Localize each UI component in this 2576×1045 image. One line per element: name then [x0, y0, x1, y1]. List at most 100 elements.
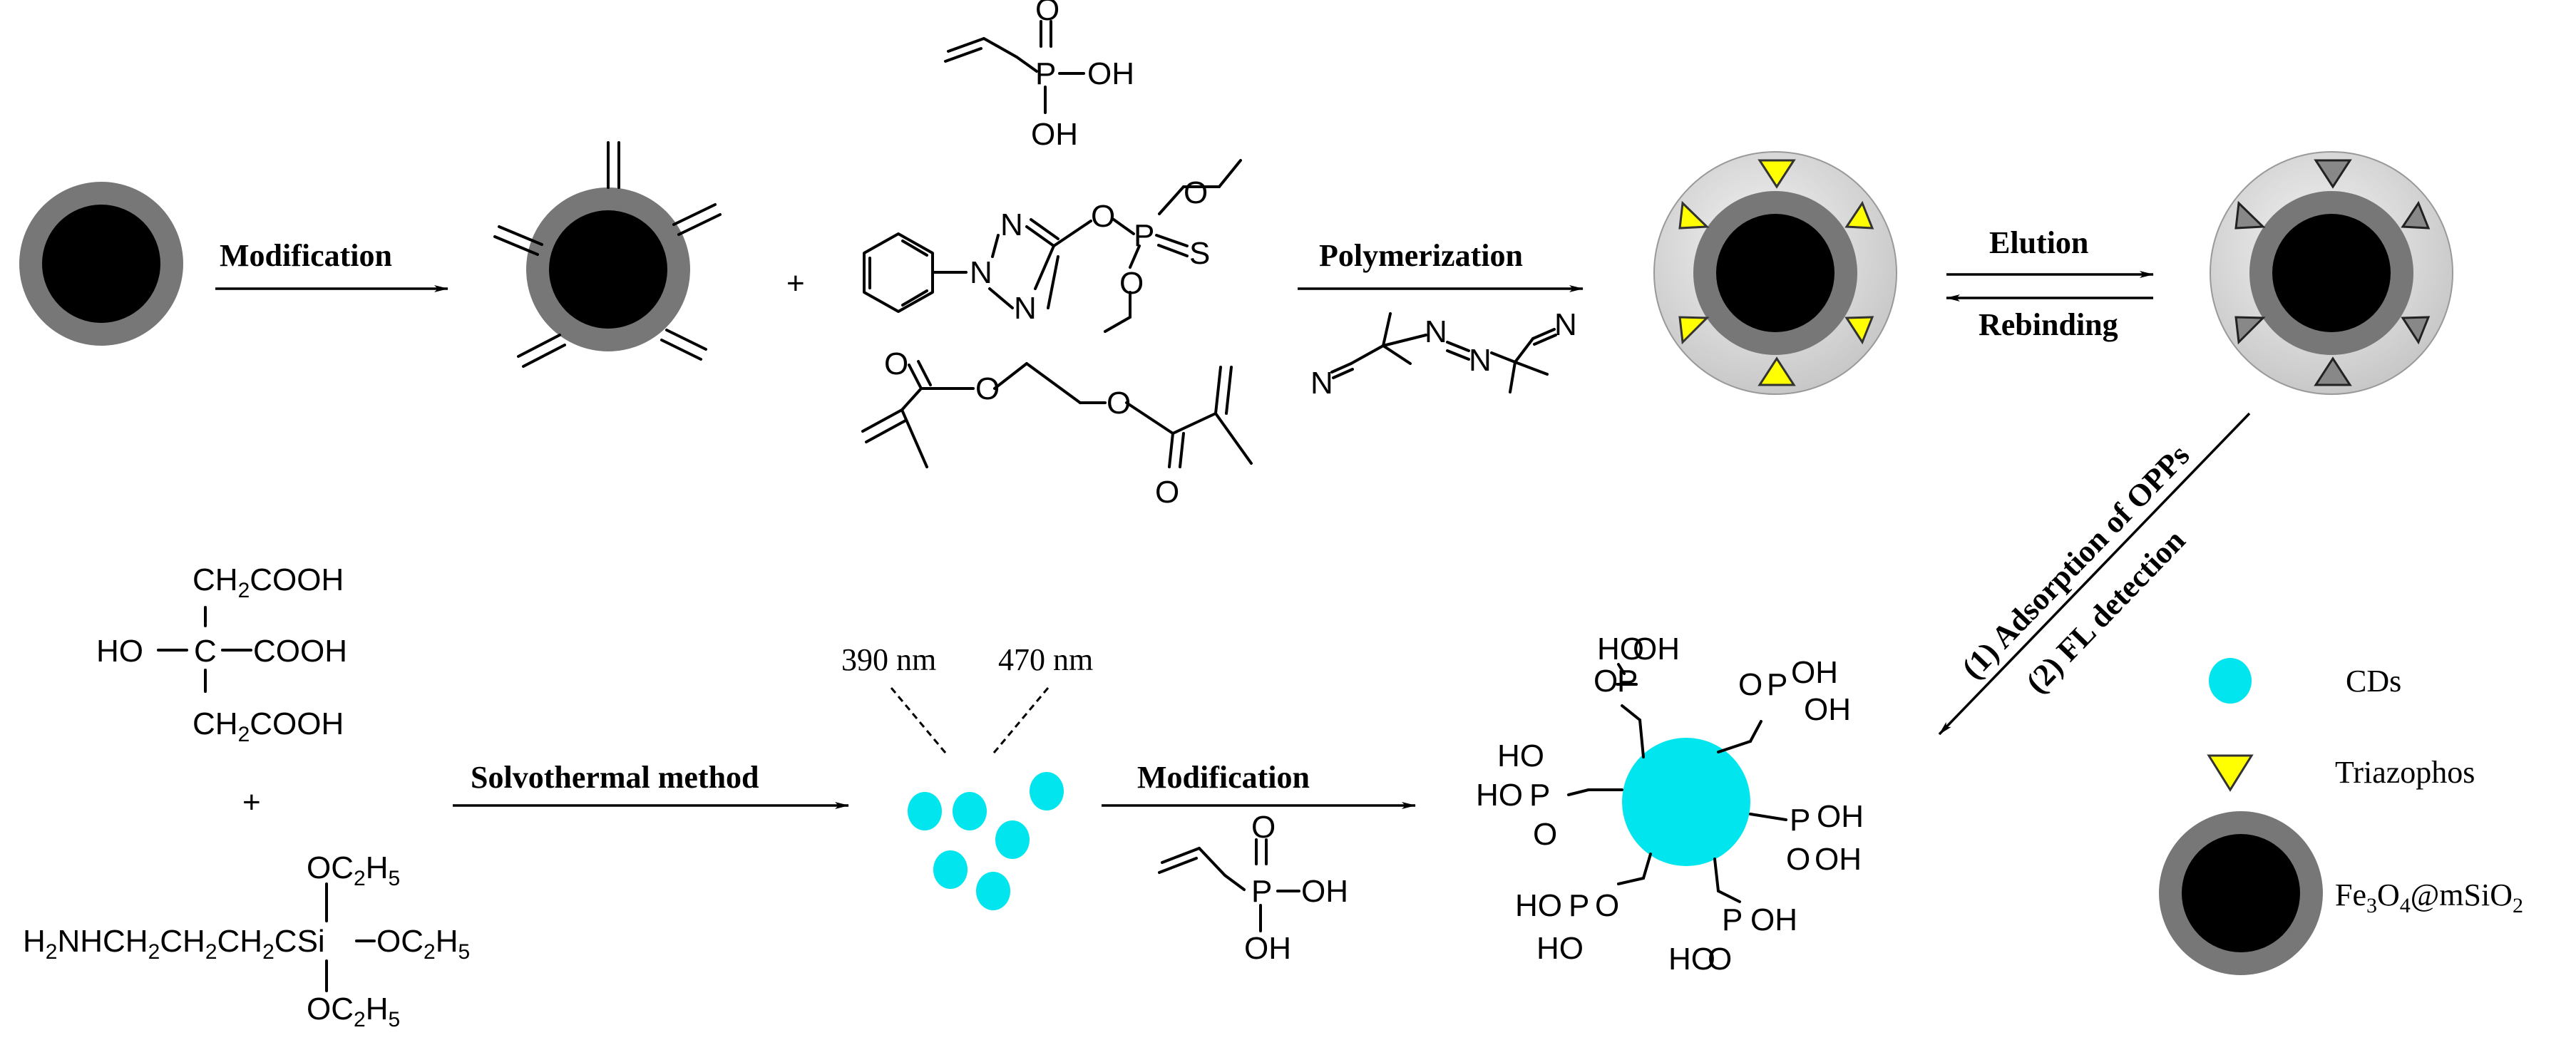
svg-text:N: N [1554, 307, 1577, 342]
legend-fe3o4-label: Fe3O4@mSiO2 [2335, 877, 2523, 917]
svg-text:HO: HO [1536, 931, 1584, 966]
svg-text:P: P [1767, 667, 1787, 702]
svg-text:C: C [194, 634, 217, 669]
svg-text:P: P [1251, 874, 1272, 909]
svg-text:OH: OH [1031, 117, 1078, 152]
svg-text:HO: HO [1597, 632, 1644, 666]
svg-text:OC2H5: OC2H5 [376, 924, 470, 964]
svg-text:P: P [1569, 888, 1589, 923]
svg-text:OH: OH [1087, 56, 1134, 91]
svg-text:O: O [1155, 475, 1179, 510]
mip-particle-with-template [1653, 151, 1897, 395]
legend-triazophos-label: Triazophos [2335, 755, 2475, 790]
svg-text:O: O [1594, 664, 1618, 699]
svg-text:OH: OH [1244, 931, 1291, 966]
svg-text:O: O [1091, 199, 1115, 234]
excitation-wavelength: 390 nm [841, 642, 936, 677]
svg-text:OC2H5: OC2H5 [307, 850, 400, 890]
svg-text:O: O [884, 346, 908, 381]
modification-label-top: Modification [220, 238, 392, 273]
svg-text:O: O [1708, 942, 1732, 977]
svg-text:S: S [1189, 236, 1210, 271]
modification-arrow-top: Modification [215, 238, 448, 292]
svg-text:OH: OH [1817, 799, 1864, 834]
svg-text:O: O [1738, 667, 1762, 702]
svg-text:O: O [1251, 810, 1276, 845]
svg-text:O: O [1035, 0, 1059, 27]
plus-sign: + [786, 266, 805, 301]
vinyl-groups [493, 141, 722, 368]
svg-text:O: O [975, 371, 1000, 406]
solvothermal-arrow: Solvothermal method [453, 760, 849, 809]
legend-triazophos-marker [2207, 754, 2254, 792]
solvothermal-label: Solvothermal method [471, 760, 759, 795]
phosphonated-cd: HO OH O P O P OH OH HO HO P O P OH O OH … [1476, 632, 1864, 977]
modification-label-bottom: Modification [1137, 760, 1310, 795]
svg-text:OH: OH [1791, 655, 1838, 690]
svg-text:CH2COOH: CH2COOH [193, 706, 344, 746]
cd-core [1622, 738, 1750, 866]
vinyl-modified-particle [493, 141, 722, 368]
egdma-structure: O O O O [861, 346, 1253, 510]
allylphosphonic-acid-bottom: O P OH OH [1158, 810, 1348, 966]
svg-text:OH: OH [1301, 874, 1348, 909]
plus-sign-bottom: + [242, 785, 261, 820]
magnetic-core [42, 205, 160, 323]
svg-text:N: N [1310, 366, 1333, 401]
svg-text:HO: HO [96, 634, 143, 669]
svg-text:O: O [1184, 175, 1208, 210]
svg-text:OH: OH [1804, 692, 1851, 727]
legend: CDs Triazophos Fe3O4@mSiO2 [2159, 658, 2523, 975]
svg-text:P: P [1529, 778, 1550, 813]
svg-text:N: N [970, 255, 992, 290]
legend-cds-label: CDs [2346, 664, 2401, 699]
triazophos-structure: N N N O P O S O [863, 159, 1242, 333]
aptes-structure: OC2H5 H2NHCH2CH2CH2CSi OC2H5 OC2H5 [23, 850, 470, 1031]
svg-text:N: N [1000, 207, 1023, 242]
svg-text:HO: HO [1497, 738, 1544, 773]
svg-text:H2NHCH2CH2CH2CSi: H2NHCH2CH2CH2CSi [23, 924, 325, 964]
polymerization-arrow: Polymerization [1298, 238, 1584, 292]
emission-wavelength: 470 nm [998, 642, 1093, 677]
svg-text:N: N [1425, 314, 1447, 349]
svg-text:HO: HO [1476, 778, 1523, 813]
elution-label: Elution [1989, 225, 2088, 260]
svg-text:P: P [1790, 803, 1810, 838]
svg-text:O: O [1595, 888, 1619, 923]
carbon-dots: 390 nm 470 nm [841, 642, 1093, 910]
modification-arrow-bottom: Modification [1102, 760, 1416, 809]
legend-cd-marker [2209, 658, 2252, 704]
svg-text:P: P [1722, 902, 1743, 937]
svg-text:O: O [1786, 842, 1810, 877]
detection-arrow: (1) Adsorption of OPPs (2) FL detection [1938, 412, 2251, 736]
polymerization-label: Polymerization [1319, 238, 1523, 273]
magnetic-core [1716, 214, 1834, 332]
cd-particles [908, 772, 1064, 910]
allylphosphonic-acid-top: O P OH OH [944, 0, 1134, 152]
svg-text:OC2H5: OC2H5 [307, 992, 400, 1031]
phosphonate-arms [1567, 704, 1787, 903]
svg-text:CH2COOH: CH2COOH [193, 562, 344, 602]
svg-text:O: O [1533, 817, 1557, 852]
svg-text:OH: OH [1815, 842, 1862, 877]
citric-acid-structure: CH2COOH HO C COOH CH2COOH [96, 562, 347, 746]
svg-text:O: O [1107, 386, 1131, 421]
excitation-dashes [890, 687, 947, 753]
magnetic-core [549, 210, 667, 329]
magnetic-core [2272, 214, 2391, 332]
legend-particle-core [2182, 834, 2300, 952]
svg-text:OH: OH [1633, 632, 1680, 666]
rebinding-label: Rebinding [1979, 307, 2118, 342]
svg-text:OH: OH [1750, 902, 1797, 937]
svg-text:HO: HO [1515, 888, 1562, 923]
svg-text:N: N [1469, 343, 1492, 378]
svg-text:HO: HO [1668, 942, 1715, 977]
svg-text:P: P [1134, 218, 1154, 253]
emission-dashes [992, 687, 1050, 753]
svg-text:N: N [1014, 291, 1037, 326]
svg-text:COOH: COOH [253, 634, 347, 669]
fe3o4-msio2-particle [19, 182, 183, 346]
svg-text:P: P [1035, 56, 1056, 91]
